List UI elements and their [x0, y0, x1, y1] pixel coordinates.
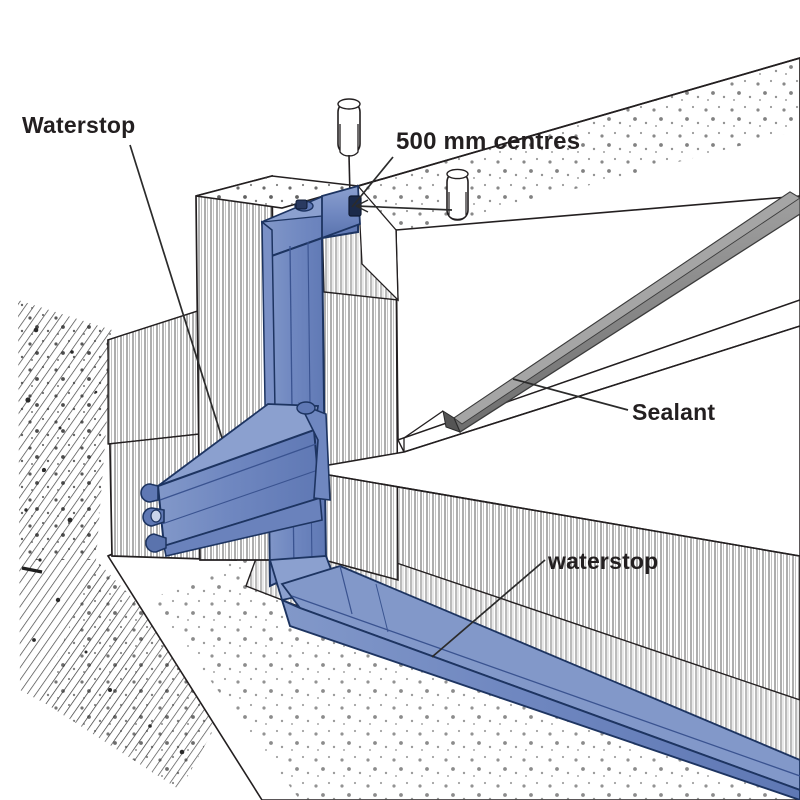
label-sealant: Sealant: [632, 399, 716, 425]
label-500mm-centres: 500 mm centres: [396, 128, 581, 155]
soil-backfill: [18, 300, 230, 790]
label-waterstop-bottom: waterstop: [548, 548, 659, 574]
sealant-leader: [512, 378, 629, 411]
horizontal-waterstop-flange: [140, 401, 331, 557]
waterstop-bottom-leader: [431, 559, 546, 658]
centres-leader-far-pin: [355, 205, 453, 211]
slab-waterstop-run: [268, 555, 800, 800]
centres-leader-near-pin: [351, 156, 394, 208]
sealant-strip: [403, 191, 800, 452]
deck-soffit: [299, 325, 800, 557]
label-waterstop-top: Waterstop: [22, 112, 136, 138]
fixing-pin-left: [337, 98, 361, 197]
leader-lines: [129, 144, 629, 658]
waterstop-top-leader: [129, 144, 223, 439]
fixing-pin-right: [446, 168, 469, 221]
